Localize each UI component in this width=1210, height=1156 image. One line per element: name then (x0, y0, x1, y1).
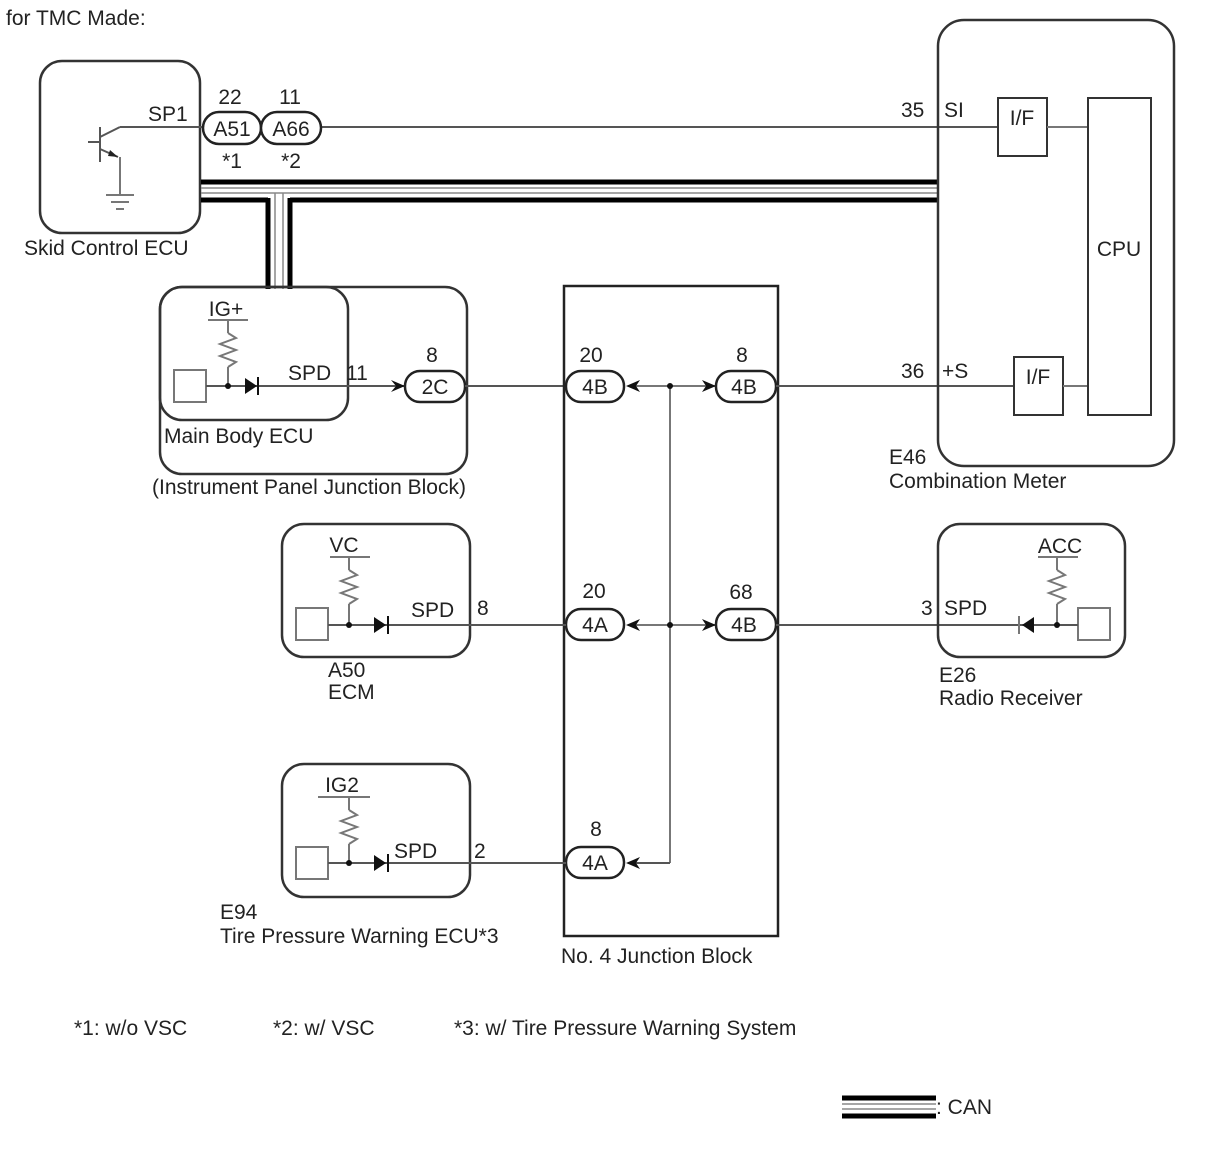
connector-4b-8-pin: 8 (736, 344, 748, 367)
connector-a66: 11 A66 *2 (259, 86, 323, 173)
diode-icon (374, 617, 386, 633)
combination-meter: 35 SI 36 +S I/F I/F CPU E46 Combination … (889, 18, 1176, 493)
tpw-name: Tire Pressure Warning ECU*3 (220, 925, 499, 948)
no4-junction-block: No. 4 Junction Block (561, 284, 780, 968)
connector-4a-20: 20 4A (564, 580, 640, 642)
main-body-pin: 11 (346, 362, 368, 385)
resistor-icon (1046, 569, 1068, 605)
connector-4b-20-id: 4B (582, 376, 608, 399)
signal-source-icon (1077, 607, 1111, 641)
connector-4b-68: 68 4B (702, 581, 778, 642)
ecm-pin: 8 (477, 597, 489, 620)
instrument-panel-jb-label: (Instrument Panel Junction Block) (152, 476, 466, 499)
diode-icon (374, 855, 386, 871)
meter-terminal-si: SI (944, 99, 964, 122)
radio-supply-label: ACC (1038, 535, 1082, 558)
note-1: *1: w/o VSC (74, 1017, 187, 1040)
radio-pin: 3 (921, 597, 933, 620)
signal-source-icon (295, 607, 329, 641)
meter-pin-si: 35 (901, 99, 924, 122)
diode-icon (245, 378, 257, 394)
interface-label-1: I/F (1010, 107, 1035, 130)
connector-a51-note: *1 (222, 150, 242, 173)
resistor-icon (217, 332, 239, 368)
ecm: VC SPD 8 A50 ECM (280, 522, 566, 704)
radio-name: Radio Receiver (939, 687, 1083, 710)
tpw-supply-label: IG2 (325, 774, 359, 797)
meter-code: E46 (889, 446, 926, 469)
connector-4a-8-pin: 8 (590, 818, 602, 841)
no4-jb-label: No. 4 Junction Block (561, 945, 753, 968)
connector-4a-20-id: 4A (582, 614, 608, 637)
meter-pin-s: 36 (901, 360, 924, 383)
ground-icon (106, 194, 134, 210)
meter-terminal-s: +S (942, 360, 968, 383)
main-body-ecu-label: Main Body ECU (164, 425, 313, 448)
connector-4a-20-pin: 20 (582, 580, 605, 603)
signal-source-icon (173, 369, 207, 403)
tire-pressure-warning-ecu: IG2 SPD 2 E94 Tire Pressure Warning ECU*… (220, 762, 566, 948)
meter-name: Combination Meter (889, 470, 1066, 493)
terminal-sp1: SP1 (148, 103, 188, 126)
main-body-supply-label: IG+ (209, 298, 243, 321)
connector-2c-id: 2C (422, 376, 449, 399)
radio-receiver: ACC 3 SPD E26 Radio Receiver (921, 522, 1127, 710)
diode-icon (1022, 617, 1034, 633)
resistor-icon (338, 569, 360, 605)
connector-4a-8: 8 4A (564, 818, 640, 880)
connector-a51: 22 A51 *1 (201, 86, 263, 173)
can-legend-label: : CAN (936, 1096, 992, 1119)
skid-control-ecu: SP1 Skid Control ECU (24, 59, 203, 260)
radio-code: E26 (939, 664, 976, 687)
connector-a51-id: A51 (213, 118, 250, 141)
ecm-supply-label: VC (329, 534, 358, 557)
connector-2c-pin: 8 (426, 344, 438, 367)
ecm-code: A50 (328, 659, 365, 682)
connector-4a-8-id: 4A (582, 852, 608, 875)
ecm-terminal: SPD (411, 599, 454, 622)
note-2: *2: w/ VSC (273, 1017, 375, 1040)
tpw-pin: 2 (474, 840, 486, 863)
diagram-title: for TMC Made: (6, 7, 146, 30)
connector-4b-8-id: 4B (731, 376, 757, 399)
tpw-code: E94 (220, 901, 258, 924)
cpu-label: CPU (1097, 238, 1141, 261)
note-3: *3: w/ Tire Pressure Warning System (454, 1017, 796, 1040)
connector-4b-8: 8 4B (702, 344, 778, 404)
skid-control-ecu-label: Skid Control ECU (24, 237, 189, 260)
connector-2c: 8 2C (391, 344, 467, 404)
main-body-ecu: IG+ SPD 11 Main Body ECU (158, 285, 405, 448)
connector-a51-pin: 22 (218, 86, 241, 109)
resistor-icon (338, 809, 360, 845)
connector-a66-note: *2 (281, 150, 301, 173)
can-legend: : CAN (842, 1095, 992, 1119)
connector-4b-68-pin: 68 (729, 581, 752, 604)
connector-a66-id: A66 (272, 118, 309, 141)
connector-a66-pin: 11 (279, 86, 301, 109)
connector-4b-68-id: 4B (731, 614, 757, 637)
signal-source-icon (295, 846, 329, 880)
tpw-terminal: SPD (394, 840, 437, 863)
transistor-icon (88, 126, 203, 194)
interface-label-2: I/F (1026, 366, 1051, 389)
connector-4b-20-pin: 20 (579, 344, 602, 367)
main-body-terminal: SPD (288, 362, 331, 385)
can-bus (201, 179, 938, 289)
ecm-name: ECM (328, 681, 375, 704)
radio-terminal: SPD (944, 597, 987, 620)
connector-4b-20: 20 4B (564, 344, 640, 404)
